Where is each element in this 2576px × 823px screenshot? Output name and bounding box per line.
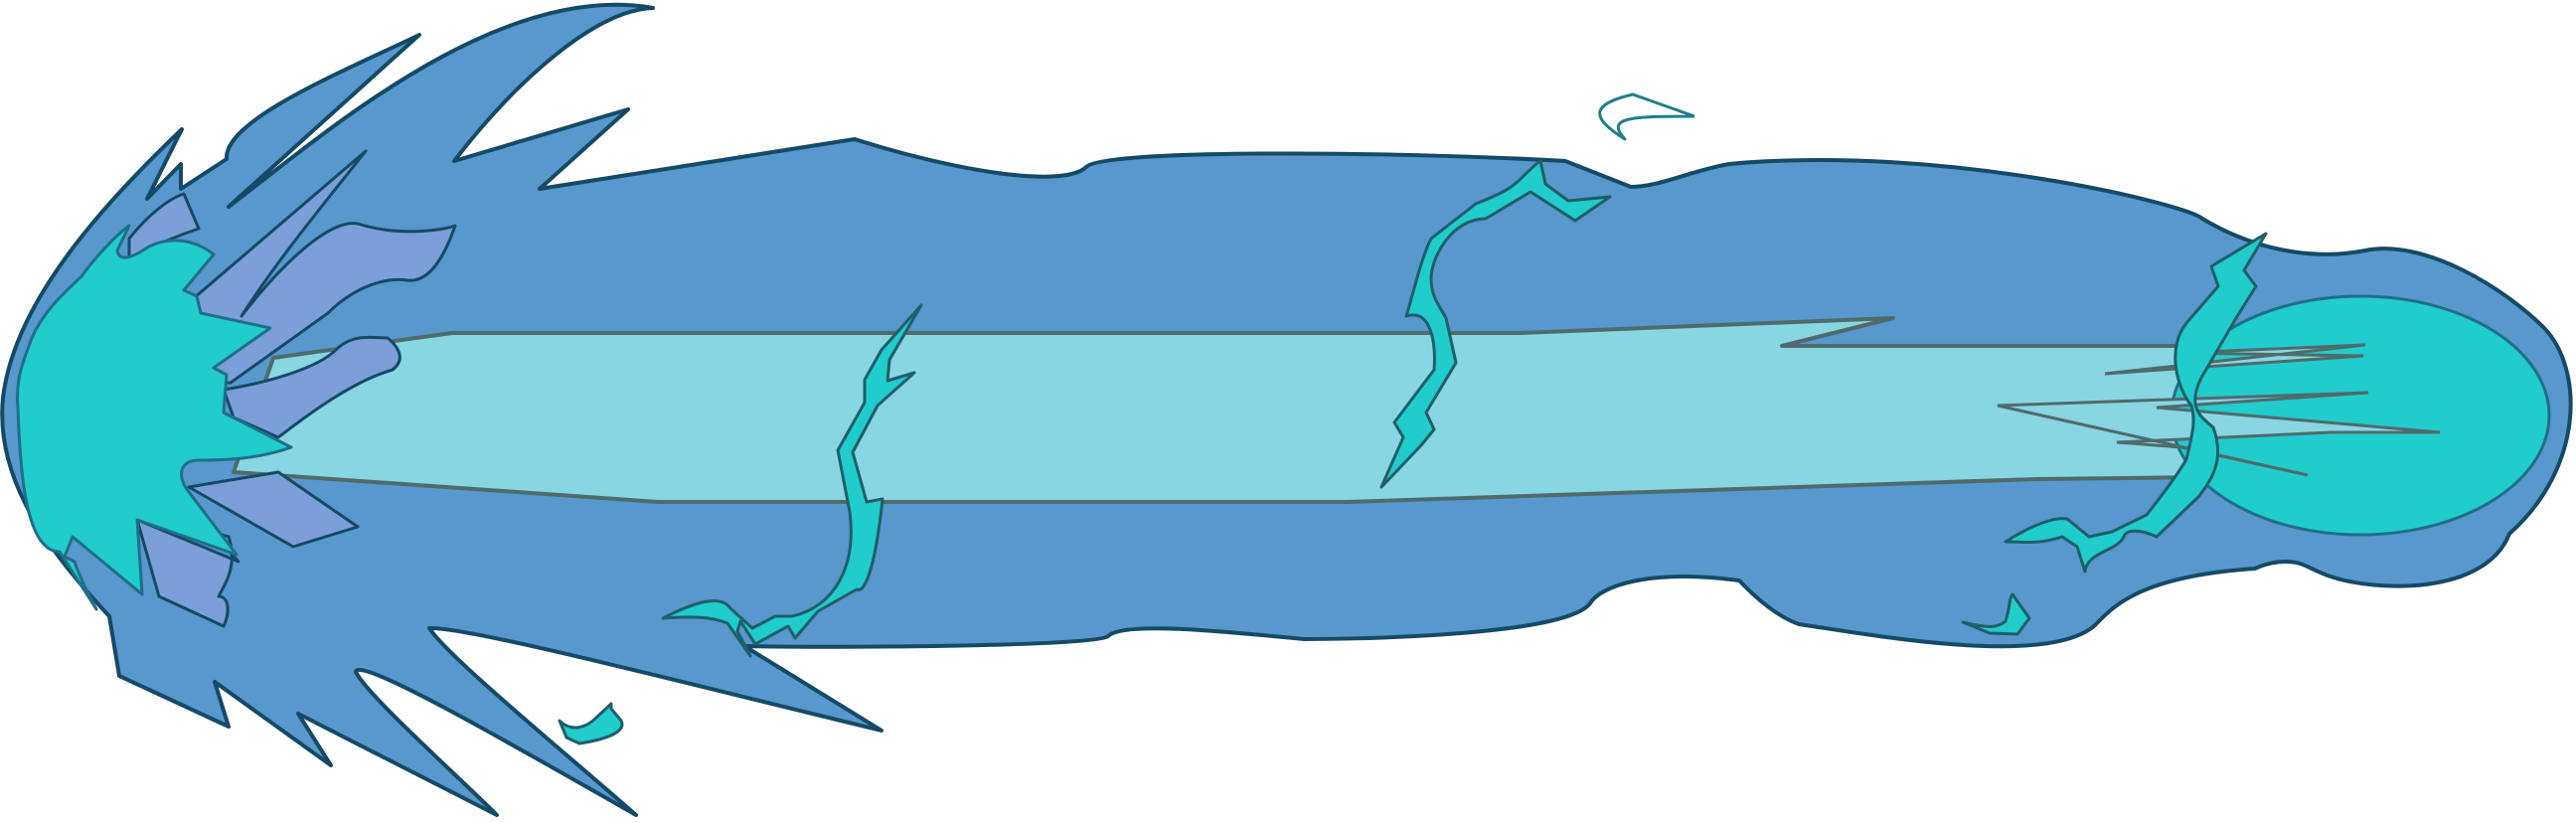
fragment-left (558, 702, 624, 745)
back-cyan-core (15, 224, 293, 611)
back-crack (661, 303, 923, 658)
front-spike-middle (1997, 391, 2441, 477)
lavender-flame-lower (187, 470, 360, 549)
mid-crack (1379, 159, 1612, 489)
fragment-top (1598, 92, 1695, 141)
inner-beam (232, 316, 2210, 504)
lavender-flame-bottom (135, 518, 241, 628)
fragment-bottom (1961, 592, 2031, 636)
lavender-flame-tip (222, 335, 402, 439)
front-orb-crack (2004, 232, 2268, 574)
